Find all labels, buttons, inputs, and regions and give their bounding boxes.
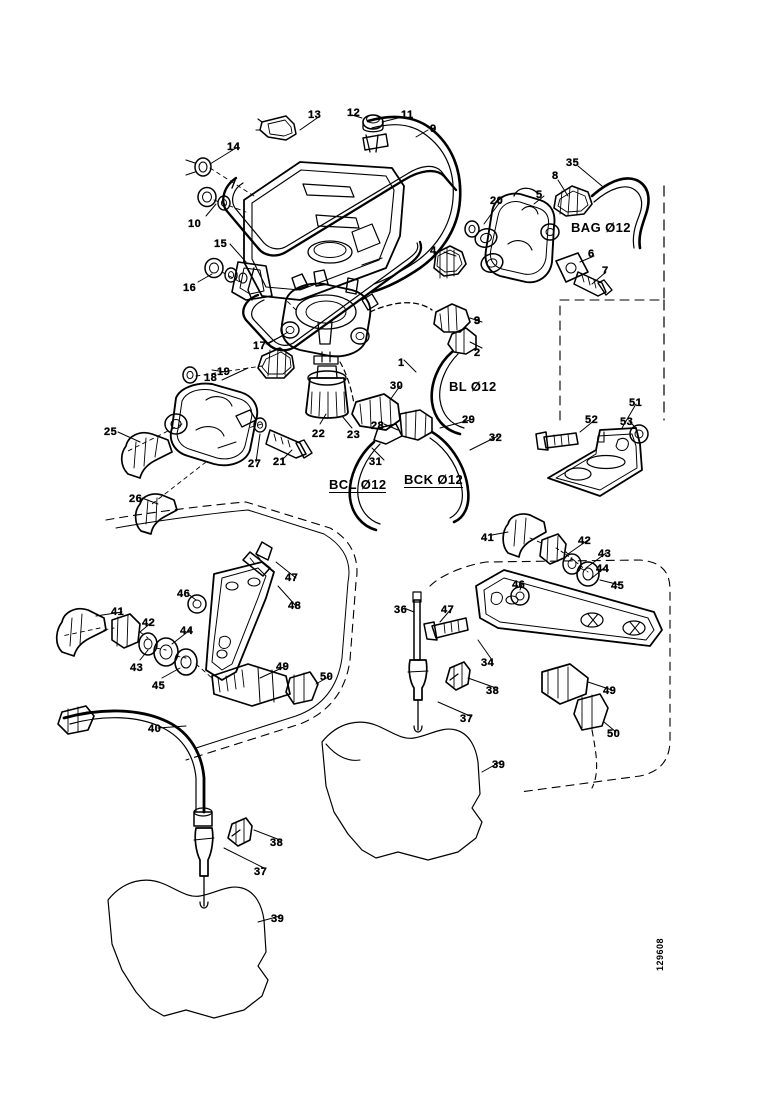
callout-27: 27 [248, 458, 262, 470]
callout-43: 43 [130, 662, 144, 674]
hose-label-bl-12: BL Ø12 [449, 379, 497, 394]
callout-1: 1 [398, 357, 405, 369]
callout-42: 42 [578, 535, 592, 547]
plate-id-watermark: 129608 [655, 938, 665, 972]
callout-36: 36 [394, 604, 408, 616]
callout-48: 48 [288, 600, 302, 612]
part-27-21-bolt [253, 417, 313, 459]
part-8-fitting-35-hose [553, 177, 650, 250]
callout-50: 50 [320, 671, 334, 683]
callout-42: 42 [142, 617, 156, 629]
callout-37: 37 [460, 713, 474, 725]
callout-7: 7 [602, 265, 609, 277]
callout-35: 35 [566, 157, 580, 169]
fittings-chain-41-45-left [55, 607, 198, 676]
callout-41: 41 [111, 606, 125, 618]
callout-46: 46 [177, 588, 191, 600]
callout-46: 46 [512, 579, 526, 591]
callout-26: 26 [129, 493, 143, 505]
callout-45: 45 [152, 680, 166, 692]
callout-34: 34 [481, 657, 495, 669]
part-26-elbow [134, 493, 178, 535]
callout-17: 17 [253, 340, 267, 352]
injector-left-37-38-39 [107, 807, 269, 1019]
callout-3: 3 [474, 315, 481, 327]
callout-10: 10 [188, 218, 202, 230]
part-6-plate-7-bolt [555, 252, 613, 297]
callout-14: 14 [227, 141, 241, 153]
callout-23: 23 [347, 429, 361, 441]
callout-50: 50 [607, 728, 621, 740]
callout-43: 43 [598, 548, 612, 560]
callout-38: 38 [270, 837, 284, 849]
part-14-washer [185, 157, 212, 177]
callout-11: 11 [401, 109, 414, 121]
callout-12: 12 [347, 107, 361, 119]
lower-right-bracket-34 [475, 569, 663, 647]
callout-51: 51 [629, 397, 643, 409]
callout-16: 16 [183, 282, 197, 294]
callout-40: 40 [148, 723, 162, 735]
part-20-washer [464, 220, 480, 238]
part-49-50-right [541, 663, 609, 789]
callout-9: 9 [430, 123, 437, 135]
part-46-47-right [423, 586, 530, 641]
callout-18: 18 [204, 372, 218, 384]
part-13-clamp [255, 115, 297, 141]
callout-20: 20 [490, 195, 504, 207]
callout-13: 13 [308, 109, 322, 121]
hose-label-bcl-12: BCL Ø12 [329, 477, 387, 493]
injector-right-36-37-38 [321, 591, 483, 861]
callout-21: 21 [273, 456, 287, 468]
callout-45: 45 [611, 580, 625, 592]
callout-47: 47 [441, 604, 455, 616]
part-16-nut-washer [204, 257, 238, 283]
valve-block-assembly-5 [474, 187, 560, 284]
callout-29: 29 [462, 414, 476, 426]
callout-19: 19 [217, 366, 231, 378]
callout-37: 37 [254, 866, 268, 878]
callout-2: 2 [474, 347, 481, 359]
part-10-nut-washer [197, 186, 231, 211]
callout-22: 22 [312, 428, 326, 440]
callout-32: 32 [489, 432, 503, 444]
callout-28: 28 [371, 420, 385, 432]
part-47-bolt-left [242, 541, 273, 577]
callout-6: 6 [588, 248, 595, 260]
part-46-nut-left [187, 594, 207, 614]
callout-44: 44 [596, 563, 610, 575]
left-valve-body [164, 382, 259, 467]
callout-8: 8 [552, 170, 559, 182]
callout-31: 31 [369, 456, 383, 468]
hose-label-bck-12: BCK Ø12 [404, 472, 464, 488]
callout-5: 5 [536, 189, 543, 201]
fittings-chain-41-45-right [502, 513, 600, 587]
hose-bck-bcl-junction [339, 361, 470, 532]
callout-52: 52 [585, 414, 599, 426]
callout-4: 4 [430, 245, 437, 257]
callout-9: 9 [474, 315, 481, 327]
callout-44: 44 [180, 625, 194, 637]
part-19-washer [182, 366, 198, 384]
callout-49: 49 [603, 685, 617, 697]
part-18-fitting [257, 347, 295, 379]
callout-41: 41 [481, 532, 495, 544]
bracket-51-52-53 [535, 424, 649, 497]
callout-15: 15 [214, 238, 228, 250]
callout-49: 49 [276, 661, 290, 673]
callout-53: 53 [620, 416, 634, 428]
part-49-50-left [211, 663, 319, 707]
hose-label-bag-12: BAG Ø12 [571, 220, 631, 235]
hose-bl-12 [369, 302, 477, 436]
callout-39: 39 [271, 913, 285, 925]
part-17-manifold [280, 269, 379, 365]
callout-39: 39 [492, 759, 506, 771]
callout-47: 47 [285, 572, 299, 584]
callout-38: 38 [486, 685, 500, 697]
callout-25: 25 [104, 426, 118, 438]
callout-30: 30 [390, 380, 404, 392]
part-22-23-filter-cup [305, 365, 349, 419]
